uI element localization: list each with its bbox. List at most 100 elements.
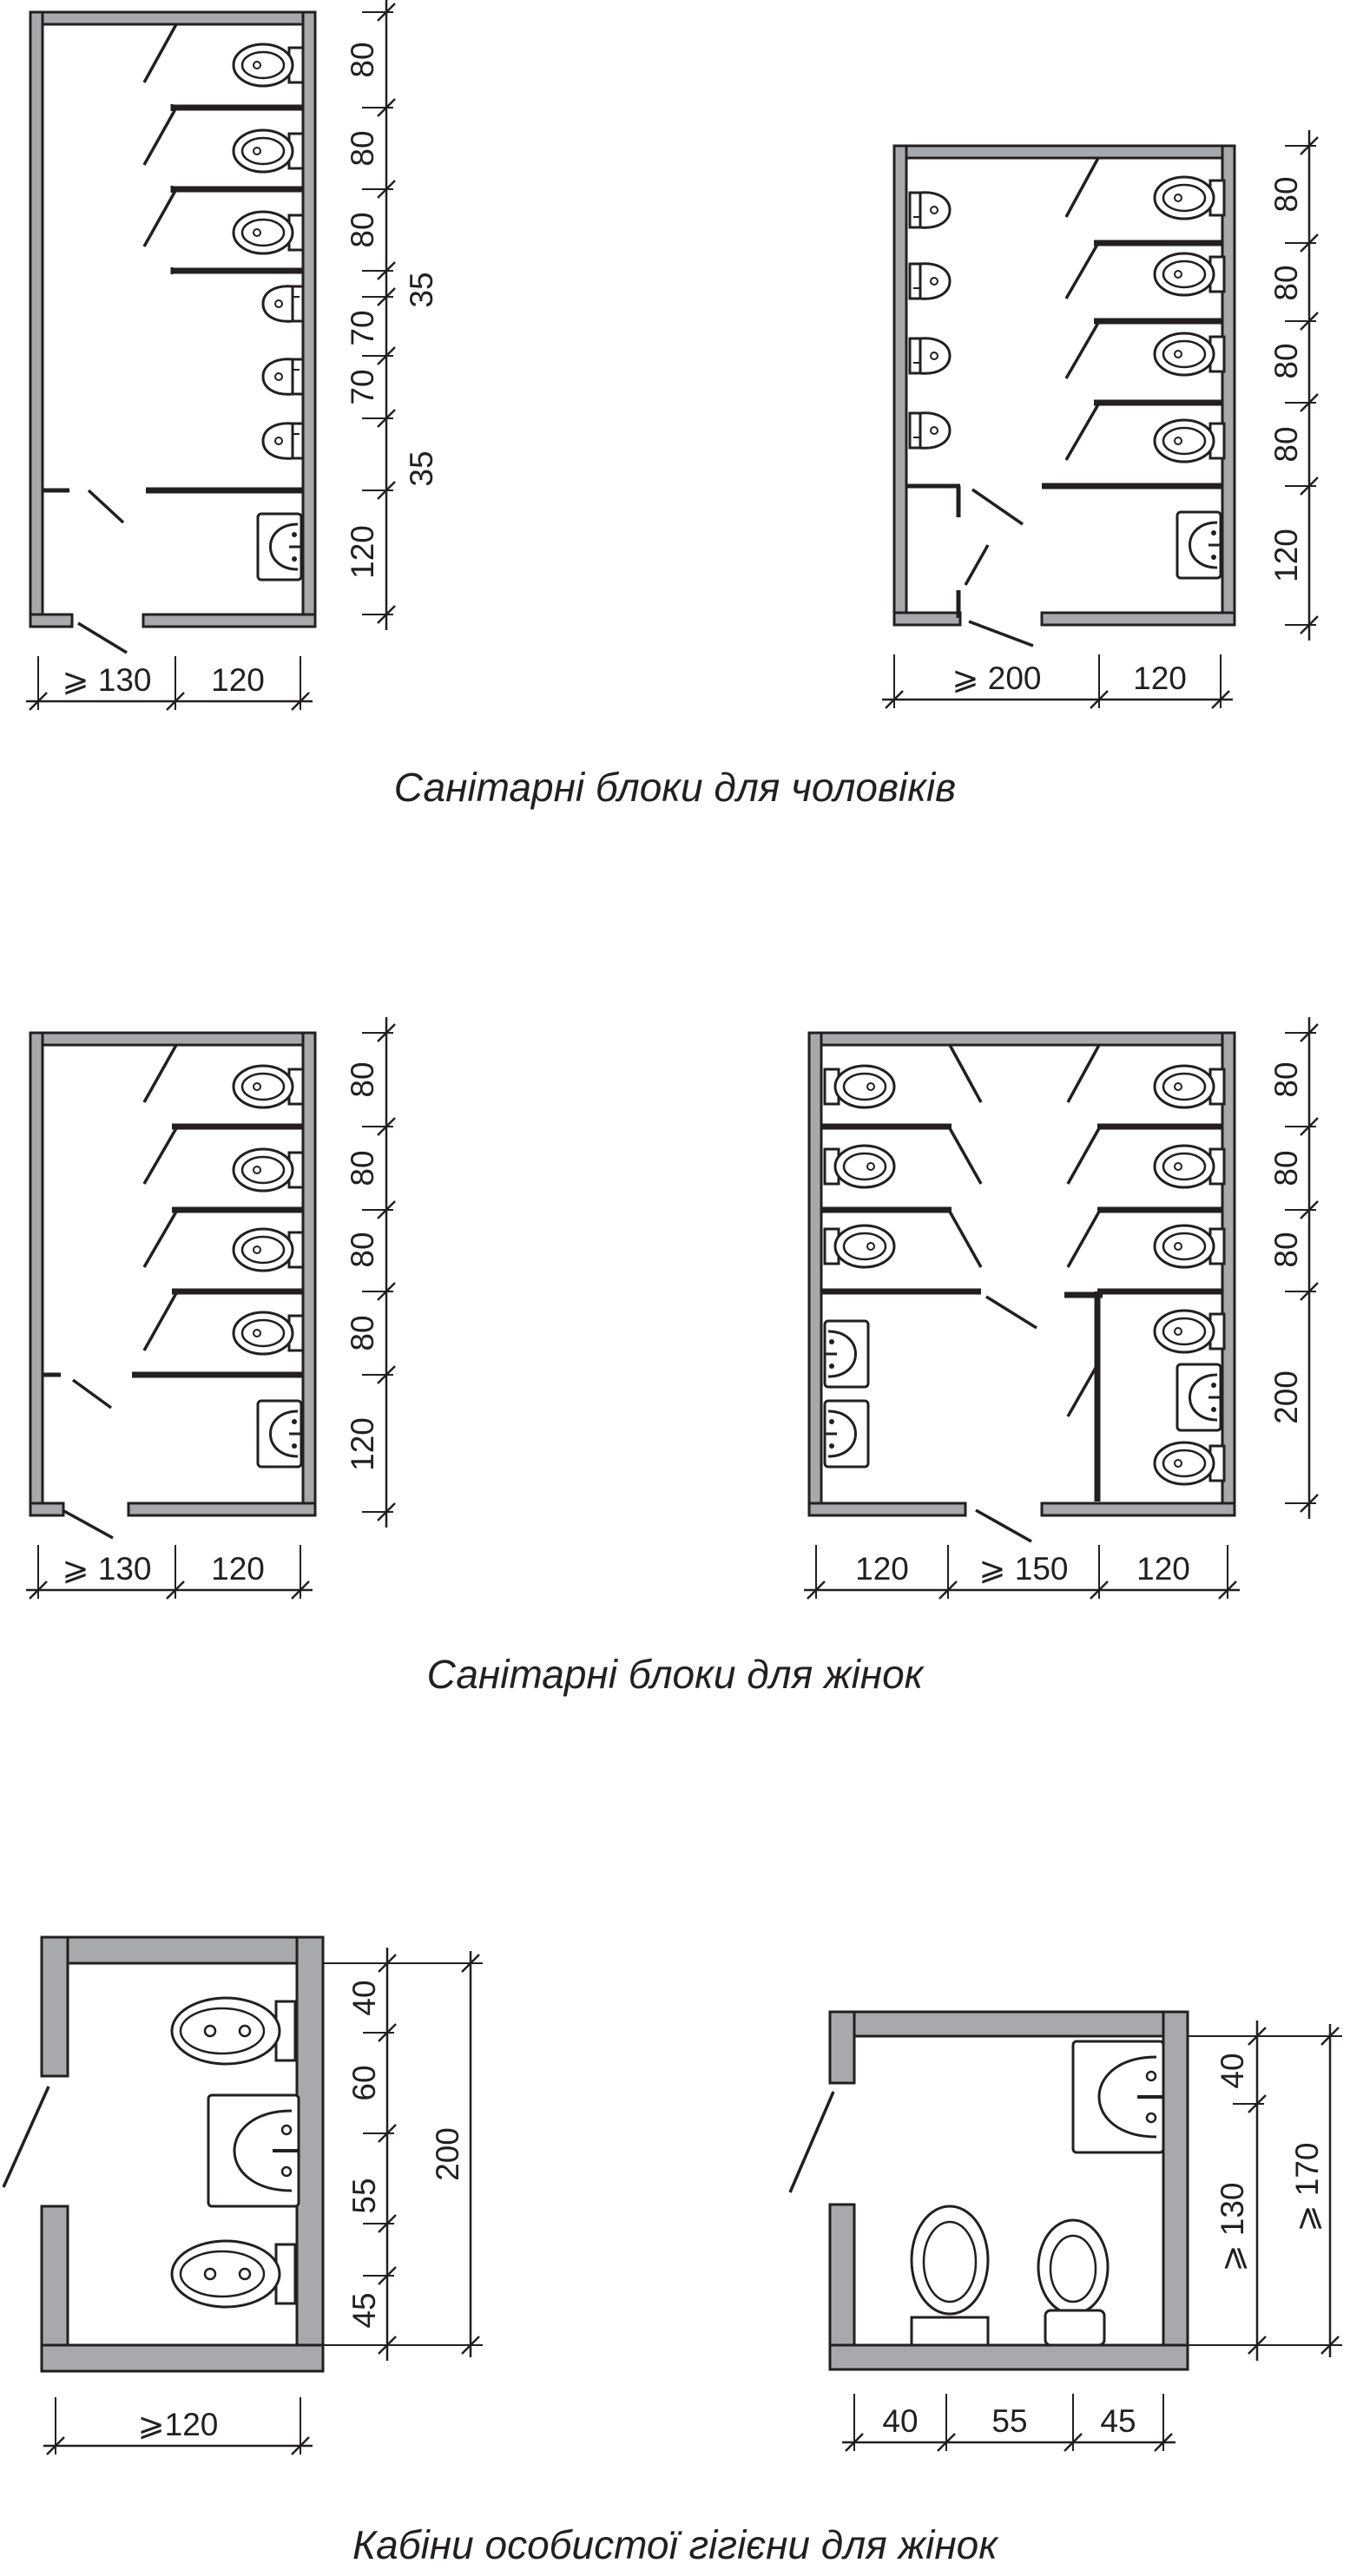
door-icon [1066,1044,1101,1103]
dimension-tick [377,1282,396,1301]
wall [29,1031,44,1517]
dimension-tick [1248,2094,1267,2113]
dimension-tick [885,690,904,709]
caption-hygiene: Кабіни особистої гігієни для жінок [352,2522,998,2567]
door-icon [71,1378,113,1410]
door-icon [975,1508,1032,1543]
wall [301,1031,317,1517]
dimension-label: 200 [1268,1370,1304,1424]
caption-men: Санітарні блоки для чоловіків [393,765,957,810]
dimension-tick [377,1200,396,1219]
door-icon [985,1295,1037,1330]
toilet-icon [823,1144,896,1189]
dimension-label: 45 [346,2292,382,2328]
dimension-tick [29,692,48,711]
dimension-tick [378,2124,397,2143]
toilet-icon [232,128,305,174]
dimension-label: 80 [1268,265,1304,300]
toilet-icon [1153,1441,1226,1486]
dimension-tick [1064,2433,1083,2452]
wall [1162,2010,1189,2371]
wall [892,144,908,627]
dimension-tick [1320,2336,1340,2355]
wall [142,613,317,628]
dimension-label: 80 [1268,1150,1304,1186]
dimension-label: 80 [1268,1232,1304,1267]
wall [807,1502,967,1517]
wall [29,10,317,26]
dimension-tick [377,1023,396,1042]
dimension-tick [377,1502,396,1521]
wall [1040,611,1236,627]
dimension-label: ⩾ 130 [1215,2182,1250,2271]
toilet-icon [823,1064,896,1109]
dimension-label: 120 [345,525,380,579]
dimension-tick [377,605,396,624]
dimension-tick [291,1580,310,1600]
wall [295,1935,325,2373]
dimension-tick [845,2433,864,2452]
toilet-icon [1153,175,1226,220]
door-icon [1066,1211,1101,1268]
door-icon [62,1508,114,1540]
dimension-label: ⩾120 [138,2407,219,2442]
dimension-tick [377,261,396,280]
washbasin-icon [1175,510,1222,580]
toilet-icon [1153,1309,1226,1354]
door-icon [1066,1367,1097,1417]
urinal-icon [908,262,952,300]
toilet-icon [170,2239,297,2309]
dimension-label: 60 [346,2065,382,2100]
dimension-label: 120 [1133,660,1187,696]
dimension-tick [1300,1282,1319,1301]
dimension-tick [1300,233,1319,253]
caption-women: Санітарні блоки для жінок [426,1652,924,1697]
wall [828,2010,856,2085]
door-icon [1064,242,1100,299]
wall [892,611,962,627]
dimension-tick [1300,476,1319,496]
door-icon [1064,404,1100,461]
toilet-icon [232,1147,305,1193]
dimension-label: 55 [991,2403,1027,2439]
toilet-bowl [1049,2234,1097,2303]
toilet-icon [232,210,305,255]
dimension-tick [29,1580,48,1600]
dimension-tick [1300,615,1319,634]
wall [40,1935,69,2078]
dimension-label: 120 [855,1551,909,1587]
urinal-icon [261,358,305,396]
dimension-tick [46,2436,65,2455]
washbasin-icon [823,1399,870,1469]
dimension-tick [377,1117,396,1136]
toilet-icon [1153,1064,1226,1109]
door-icon [1064,157,1100,218]
door-icon [142,23,178,83]
toilet-icon [232,1064,305,1109]
door-icon [142,1127,178,1185]
door-icon [948,1127,983,1185]
door-icon [1064,322,1100,379]
dimension-label: 45 [1100,2403,1136,2439]
dimension-label: 80 [345,1315,380,1350]
toilet-icon [1153,1224,1226,1269]
dimension-label: ⩾ 150 [978,1551,1068,1587]
toilet-tank [1044,2309,1106,2347]
urinal-icon [908,337,952,375]
dimension-tick [1211,690,1230,709]
toilet-icon [232,1311,305,1356]
washbasin-icon [823,1319,870,1389]
dimension-label: ⩾ 200 [952,660,1041,696]
dimension-tick [1154,2433,1173,2452]
bidet-bowl [922,2220,978,2303]
toilet-icon [232,43,305,88]
door-icon [87,489,125,524]
dimension-tick [166,692,185,711]
door-icon [1066,1127,1101,1185]
dimension-tick [377,3,396,22]
dimension-label: 120 [211,662,265,698]
toilet-icon [170,1996,297,2066]
